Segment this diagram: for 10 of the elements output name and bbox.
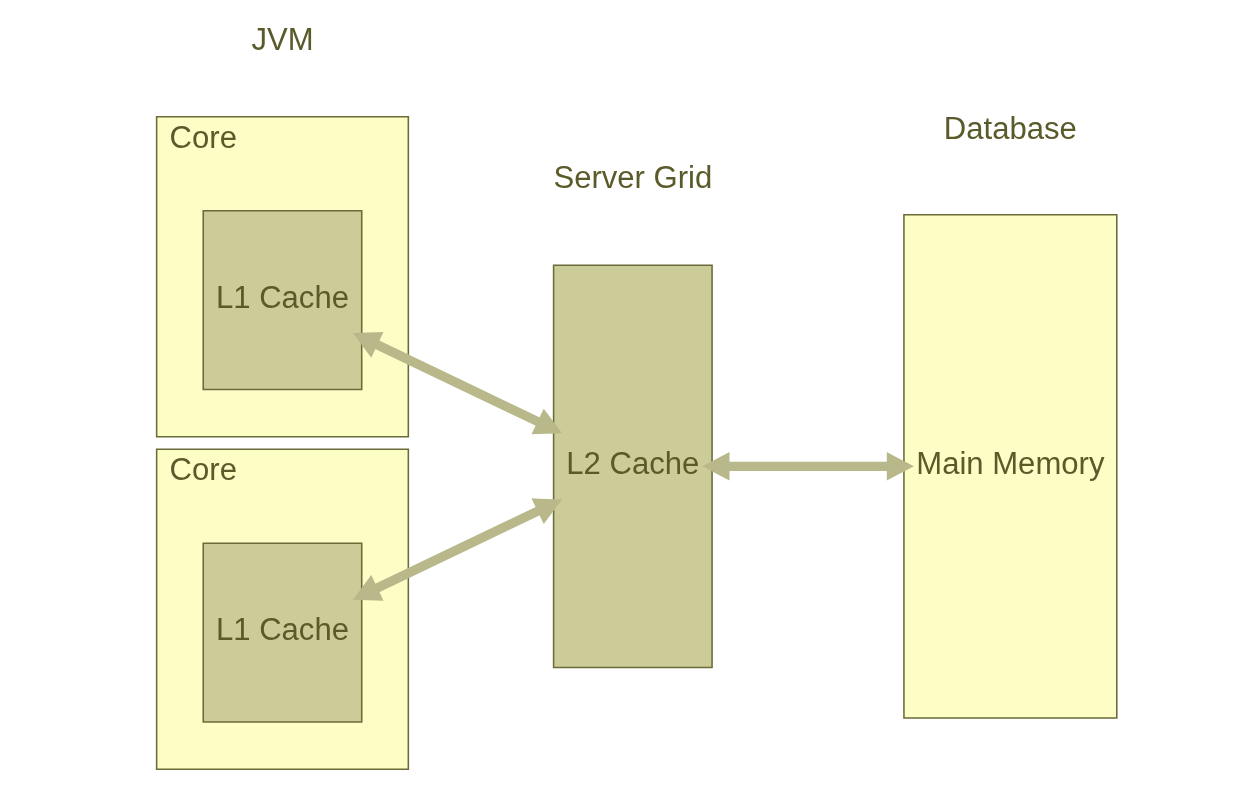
arrow (352, 498, 562, 601)
node-box: L1 Cache (201, 542, 362, 723)
label: Database (943, 110, 1077, 146)
node-box: L2 Cache (552, 264, 713, 669)
arrow (352, 331, 562, 435)
node-box: L1 Cache (201, 210, 362, 391)
arrow (701, 452, 914, 481)
label: Server Grid (552, 160, 712, 196)
node-box: Main Memory (902, 213, 1118, 719)
label: JVM (250, 21, 314, 57)
